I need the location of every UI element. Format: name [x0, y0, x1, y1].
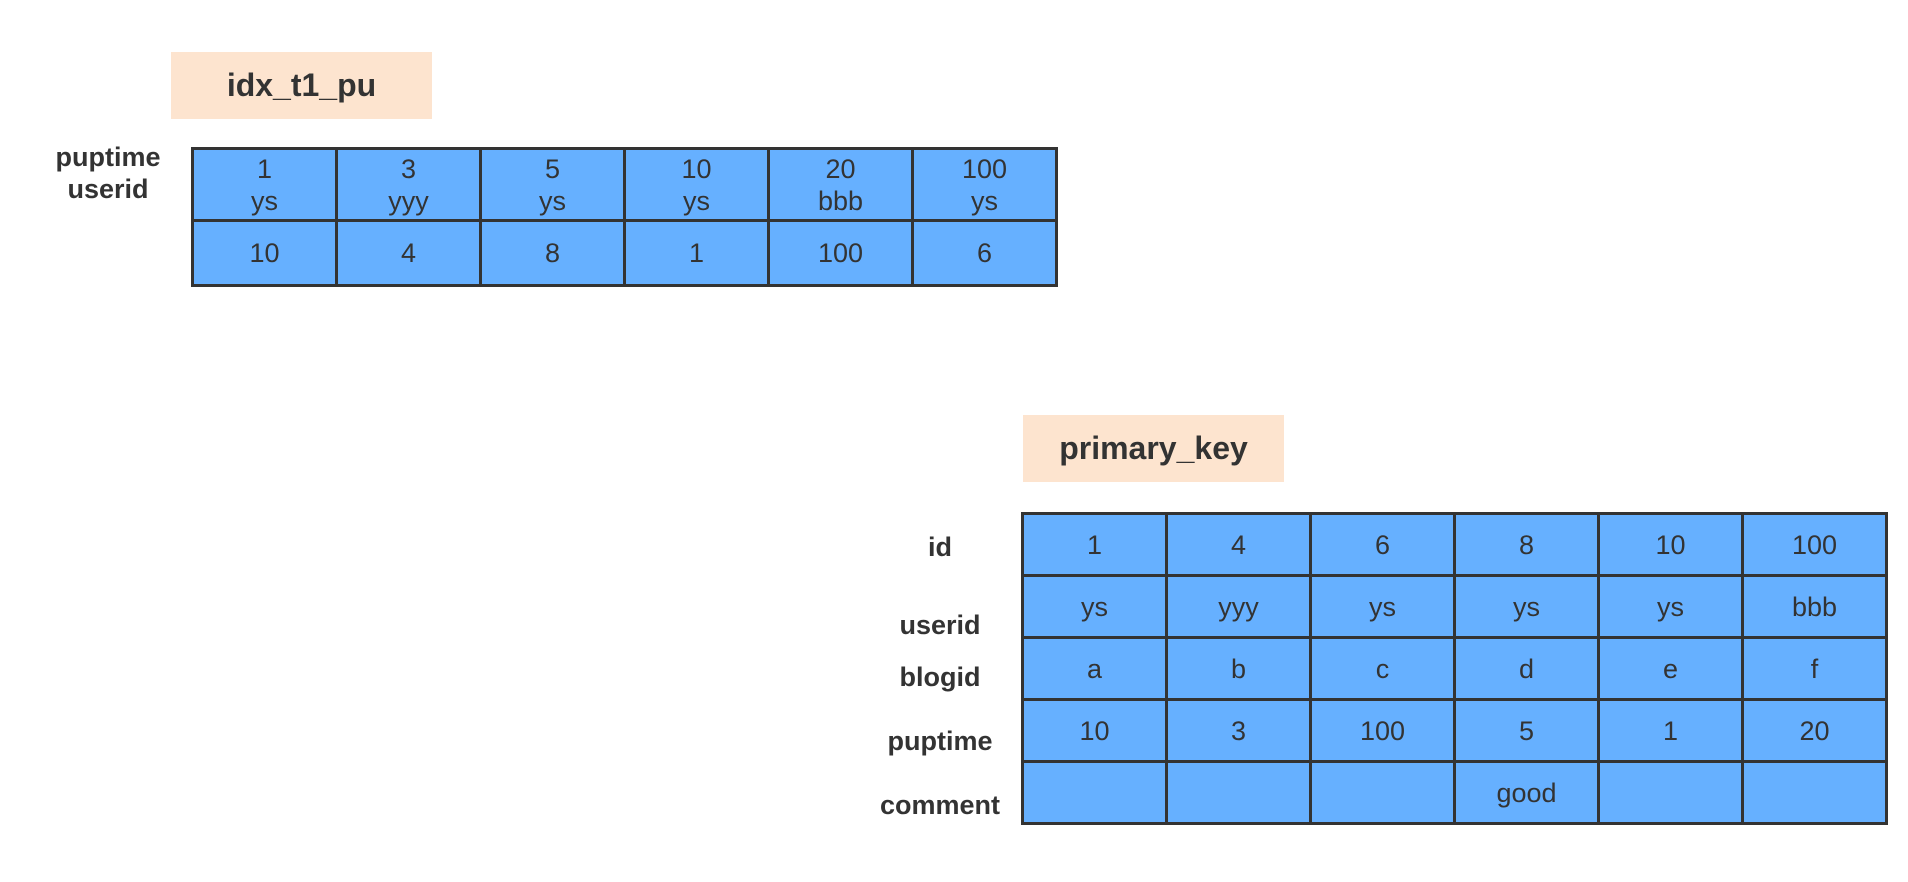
idx-key-puptime: 1 — [256, 153, 273, 184]
pk-id-cell: 10 — [1597, 512, 1744, 577]
idx-key-userid: ys — [251, 185, 278, 216]
idx-id-cell: 6 — [911, 219, 1058, 287]
pk-puptime-cell: 100 — [1309, 698, 1456, 763]
pk-blogid-cell: c — [1309, 636, 1456, 701]
pk-userid-cell: yyy — [1165, 574, 1312, 639]
pk-id-cell: 8 — [1453, 512, 1600, 577]
pk-userid-cell: ys — [1453, 574, 1600, 639]
pk-blogid-row: a b c d e f — [1021, 636, 1888, 701]
idx-id-cell: 10 — [191, 219, 338, 287]
pk-id-cell: 6 — [1309, 512, 1456, 577]
idx-key-userid: bbb — [817, 185, 864, 216]
idx-key-puptime: 100 — [961, 153, 1008, 184]
pk-blogid-cell: f — [1741, 636, 1888, 701]
idx-key-cell: 20 bbb — [767, 147, 914, 222]
pk-puptime-cell: 10 — [1021, 698, 1168, 763]
pk-id-cell: 1 — [1021, 512, 1168, 577]
idx-t1-pu-table: 1 ys 3 yyy 5 ys 10 ys 20 bbb 100 ys 10 4… — [191, 147, 1058, 287]
idx-key-cell: 1 ys — [191, 147, 338, 222]
primary-key-title: primary_key — [1023, 415, 1284, 482]
idx-key-cell: 10 ys — [623, 147, 770, 222]
pk-userid-cell: ys — [1309, 574, 1456, 639]
pk-blogid-cell: a — [1021, 636, 1168, 701]
pk-userid-row: ys yyy ys ys ys bbb — [1021, 574, 1888, 639]
pk-id-cell: 4 — [1165, 512, 1312, 577]
pk-row-label-comment: comment — [879, 790, 1001, 820]
pk-userid-cell: bbb — [1741, 574, 1888, 639]
idx-key-userid: ys — [971, 185, 998, 216]
idx-key-row: 1 ys 3 yyy 5 ys 10 ys 20 bbb 100 ys — [191, 147, 1058, 222]
pk-puptime-cell: 20 — [1741, 698, 1888, 763]
pk-puptime-cell: 1 — [1597, 698, 1744, 763]
pk-blogid-cell: b — [1165, 636, 1312, 701]
pk-puptime-cell: 3 — [1165, 698, 1312, 763]
pk-blogid-cell: e — [1597, 636, 1744, 701]
idx-key-puptime: 10 — [681, 153, 712, 184]
pk-userid-cell: ys — [1021, 574, 1168, 639]
idx-id-cell: 8 — [479, 219, 626, 287]
pk-row-label-puptime: puptime — [887, 726, 993, 756]
pk-comment-cell — [1597, 760, 1744, 825]
pk-id-row: 1 4 6 8 10 100 — [1021, 512, 1888, 577]
pk-comment-cell — [1021, 760, 1168, 825]
idx-id-cell: 100 — [767, 219, 914, 287]
primary-key-table: 1 4 6 8 10 100 ys yyy ys ys ys bbb a b c… — [1021, 512, 1888, 825]
pk-comment-cell — [1741, 760, 1888, 825]
pk-comment-cell — [1309, 760, 1456, 825]
idx-id-cell: 1 — [623, 219, 770, 287]
idx-key-userid: yyy — [388, 185, 429, 216]
pk-puptime-cell: 5 — [1453, 698, 1600, 763]
idx-key-userid: ys — [683, 185, 710, 216]
pk-comment-cell: good — [1453, 760, 1600, 825]
idx-row-label-puptime: puptime — [55, 142, 161, 172]
pk-puptime-row: 10 3 100 5 1 20 — [1021, 698, 1888, 763]
idx-key-puptime: 3 — [400, 153, 417, 184]
pk-comment-row: good — [1021, 760, 1888, 825]
pk-row-label-id: id — [928, 532, 952, 562]
idx-key-userid: ys — [539, 185, 566, 216]
idx-key-cell: 100 ys — [911, 147, 1058, 222]
pk-row-label-blogid: blogid — [899, 662, 981, 692]
idx-key-cell: 3 yyy — [335, 147, 482, 222]
idx-key-puptime: 5 — [544, 153, 561, 184]
idx-id-row: 10 4 8 1 100 6 — [191, 219, 1058, 287]
pk-comment-cell — [1165, 760, 1312, 825]
pk-userid-cell: ys — [1597, 574, 1744, 639]
idx-key-cell: 5 ys — [479, 147, 626, 222]
idx-key-puptime: 20 — [825, 153, 856, 184]
idx-id-cell: 4 — [335, 219, 482, 287]
pk-blogid-cell: d — [1453, 636, 1600, 701]
pk-row-label-userid: userid — [899, 610, 981, 640]
idx-row-label-userid: userid — [67, 174, 149, 204]
idx-t1-pu-title: idx_t1_pu — [171, 52, 432, 119]
pk-id-cell: 100 — [1741, 512, 1888, 577]
